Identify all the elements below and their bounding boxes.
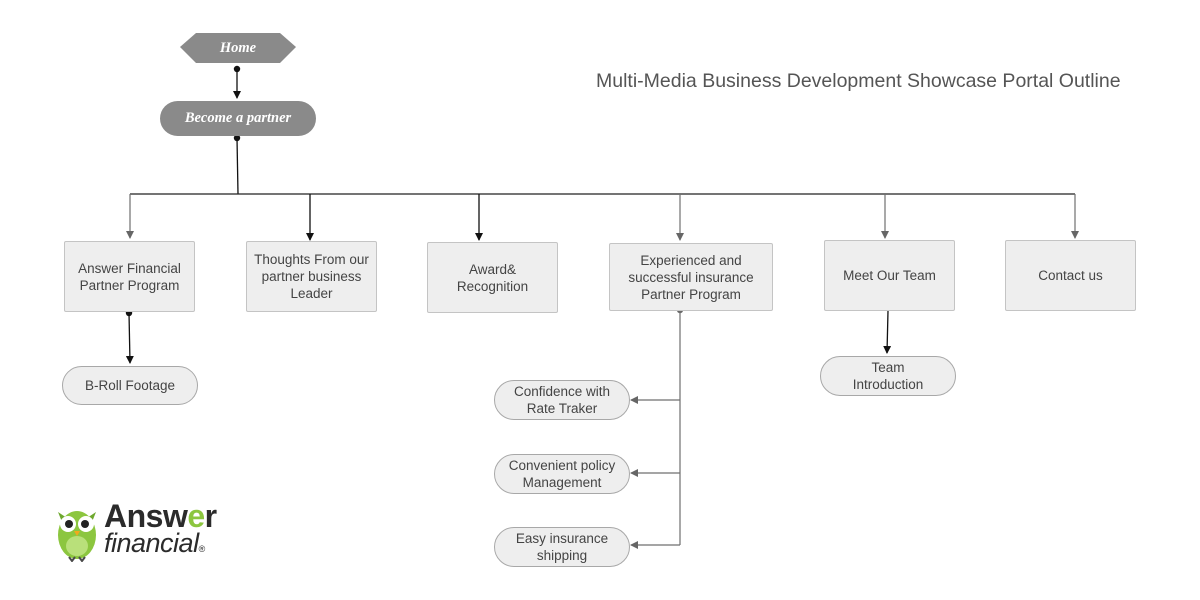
logo-wordmark-answer: Answer <box>104 498 217 534</box>
owl-icon <box>58 511 96 562</box>
broll-node[interactable]: B-Roll Footage <box>62 366 198 405</box>
answer-financial-logo: Answer financial® <box>54 498 244 568</box>
confidence-node[interactable]: Confidence with Rate Traker <box>494 380 630 420</box>
become-partner-node[interactable]: Become a partner <box>160 101 316 136</box>
connector-partner-bus <box>236 137 239 195</box>
thoughts-node[interactable]: Thoughts From our partner business Leade… <box>246 241 377 312</box>
experienced-node[interactable]: Experienced and successful insurance Par… <box>609 243 773 311</box>
logo-wordmark-financial: financial® <box>104 528 205 558</box>
contact-node[interactable]: Contact us <box>1005 240 1136 311</box>
connector-team-intro <box>883 310 892 354</box>
convenient-node[interactable]: Convenient policy Management <box>494 454 630 494</box>
answer-financial-program-node[interactable]: Answer Financial Partner Program <box>64 241 195 312</box>
easy-node[interactable]: Easy insurance shipping <box>494 527 630 567</box>
meet-team-node[interactable]: Meet Our Team <box>824 240 955 311</box>
home-node[interactable]: Home <box>219 39 257 56</box>
page-title: Multi-Media Business Development Showcas… <box>596 70 1121 92</box>
award-node[interactable]: Award& Recognition <box>427 242 558 313</box>
connector-answer-broll <box>125 312 134 364</box>
team-intro-node[interactable]: Team Introduction <box>820 356 956 396</box>
home-shape <box>180 33 296 63</box>
